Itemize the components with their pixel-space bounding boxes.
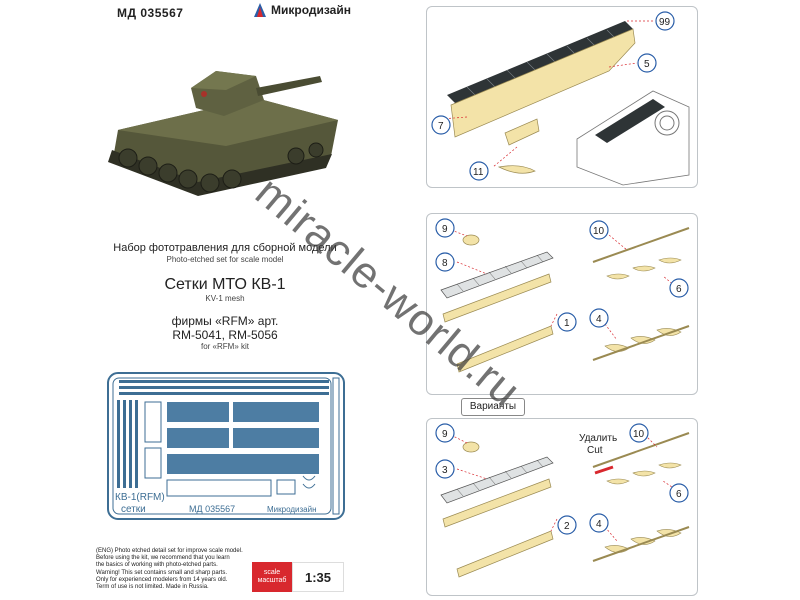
title-en: Photo-etched set for scale model (166, 255, 284, 265)
callout-7: 7 (438, 121, 444, 132)
panel-1-drawing: 99 5 7 11 (431, 11, 690, 186)
scale-value: 1:35 (292, 562, 344, 592)
panel-3-drawing: 9 3 2 10 6 4 Удалить Cut (435, 423, 690, 578)
callout-4: 4 (596, 314, 602, 325)
warning-line: Only for experienced modelers from 14 ye… (96, 576, 228, 583)
product-name-en: KV-1 mesh (205, 293, 245, 303)
brand-name: Микродизайн (271, 3, 351, 17)
sheet-name-label: сетки (121, 504, 146, 515)
sheet-code: МД 035567 (189, 504, 235, 514)
callout-9: 9 (442, 224, 448, 235)
warning-text: (ENG) Photo etched detail set for improv… (96, 548, 306, 591)
brand-logo: Микродизайн (252, 2, 351, 18)
callout-6: 6 (676, 489, 682, 500)
callout-99: 99 (659, 17, 671, 28)
callout-10: 10 (633, 429, 645, 440)
scale-label-en: scale (263, 568, 281, 576)
callout-11: 11 (473, 167, 484, 178)
scale-label: scale масштаб (252, 562, 292, 592)
title-ru: Набор фототравления для сборной модели (113, 242, 337, 254)
panel-2-drawing: 9 8 1 10 6 4 (435, 218, 690, 373)
callout-9: 9 (442, 429, 448, 440)
warning-line: Term of use is not limited. Made in Russ… (96, 583, 209, 590)
product-code: МД 035567 (117, 6, 184, 20)
photo-etch-sheet: КВ-1(RFM) сетки МД 035567 Микродизайн (107, 372, 345, 520)
warning-line: the basics of working with photo-etched … (96, 562, 218, 569)
scale-label-ru: масштаб (257, 577, 287, 584)
kit-en: for «RFM» kit (200, 342, 249, 352)
warning-line: (ENG) Photo etched detail set for improv… (96, 548, 243, 554)
callout-3: 3 (442, 465, 448, 476)
callout-10: 10 (593, 226, 605, 237)
product-name-ru: Сетки МТО КВ-1 (164, 275, 286, 293)
warning-line: Before using the kit, we recommend that … (96, 555, 230, 562)
variants-label: Варианты (461, 398, 525, 416)
callout-8: 8 (442, 258, 448, 269)
callout-6: 6 (676, 284, 682, 295)
warning-line: Warning! This set contains small and sha… (96, 569, 228, 576)
title-block: Набор фототравления для сборной модели P… (105, 242, 345, 352)
callout-4: 4 (596, 519, 602, 530)
callout-5: 5 (644, 59, 650, 70)
instruction-panel-1: 99 5 7 11 (426, 6, 698, 188)
callout-2: 2 (564, 521, 570, 532)
kit-articles: RM-5041, RM-5056 (172, 327, 278, 342)
sheet-brand: Микродизайн (267, 505, 317, 514)
scale-badge: scale масштаб 1:35 (252, 562, 344, 592)
cut-label-ru: Удалить (579, 433, 617, 444)
instruction-panel-2: 9 8 1 10 6 4 (426, 213, 698, 395)
sheet-model-label: КВ-1(RFM) (115, 492, 165, 503)
callout-1: 1 (564, 318, 570, 329)
instruction-panel-3: 9 3 2 10 6 4 Удалить Cut (426, 418, 698, 596)
kit-ru: фирмы «RFM» арт. (171, 313, 279, 328)
tank-image (108, 71, 338, 196)
cut-label-en: Cut (587, 445, 603, 456)
brand-logo-icon (254, 3, 266, 17)
